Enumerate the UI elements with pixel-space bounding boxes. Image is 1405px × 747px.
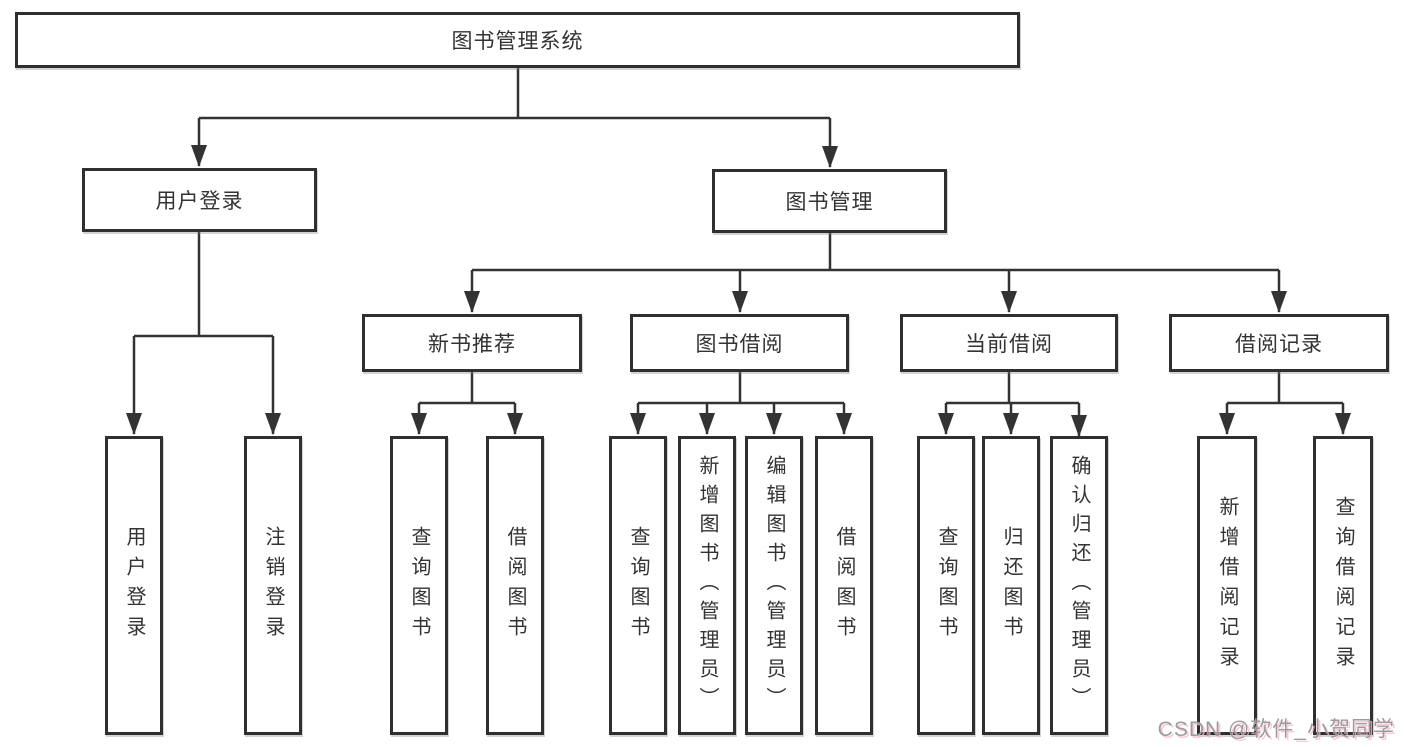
leaf-recommend-query-books-label: 查询图书 bbox=[408, 525, 430, 646]
leaf-add-books-admin-label: 新增图书（管理员） bbox=[696, 455, 718, 716]
leaf-current-query-books: 查询图书 bbox=[917, 436, 975, 735]
connector-module4-trunk bbox=[1227, 372, 1343, 405]
connector-root-trunk bbox=[199, 68, 830, 120]
connector-login-trunk bbox=[134, 232, 273, 338]
node-new-book-recommend: 新书推荐 bbox=[362, 314, 582, 372]
leaf-borrow-books-label: 借阅图书 bbox=[833, 525, 855, 646]
node-book-borrow: 图书借阅 bbox=[630, 314, 849, 372]
connector-module3-trunk bbox=[946, 372, 1079, 405]
node-book-management-label: 图书管理 bbox=[785, 191, 874, 214]
node-user-login-label: 用户登录 bbox=[155, 190, 244, 213]
node-root-label: 图书管理系统 bbox=[451, 30, 584, 53]
node-borrow-records: 借阅记录 bbox=[1169, 314, 1389, 372]
leaf-user-login: 用户登录 bbox=[105, 436, 163, 735]
connector-mgmt-trunk bbox=[472, 233, 1279, 272]
leaf-query-borrow-record: 查询借阅记录 bbox=[1313, 436, 1373, 735]
leaf-confirm-return-admin-label: 确认归还（管理员） bbox=[1068, 455, 1090, 716]
leaf-logout: 注销登录 bbox=[244, 436, 302, 735]
leaf-borrow-query-books: 查询图书 bbox=[609, 436, 667, 735]
leaf-edit-books-admin-label: 编辑图书（管理员） bbox=[763, 455, 785, 716]
node-book-management: 图书管理 bbox=[712, 169, 947, 233]
connector-module2-trunk bbox=[638, 372, 844, 405]
node-current-borrow: 当前借阅 bbox=[900, 314, 1118, 372]
node-current-borrow-label: 当前借阅 bbox=[965, 333, 1053, 356]
leaf-add-borrow-record: 新增借阅记录 bbox=[1197, 436, 1257, 735]
leaf-borrow-books: 借阅图书 bbox=[815, 436, 873, 735]
node-new-book-recommend-label: 新书推荐 bbox=[428, 333, 516, 356]
leaf-confirm-return-admin: 确认归还（管理员） bbox=[1050, 436, 1108, 735]
leaf-add-books-admin: 新增图书（管理员） bbox=[678, 436, 736, 735]
leaf-borrow-query-books-label: 查询图书 bbox=[627, 525, 649, 646]
leaf-current-query-books-label: 查询图书 bbox=[935, 525, 957, 646]
leaf-user-login-label: 用户登录 bbox=[123, 525, 145, 646]
connector-module1-trunk bbox=[419, 372, 515, 405]
leaf-return-books: 归还图书 bbox=[982, 436, 1040, 735]
leaf-add-borrow-record-label: 新增借阅记录 bbox=[1216, 495, 1238, 676]
leaf-logout-label: 注销登录 bbox=[262, 525, 284, 646]
node-root: 图书管理系统 bbox=[15, 12, 1020, 68]
leaf-edit-books-admin: 编辑图书（管理员） bbox=[745, 436, 803, 735]
node-book-borrow-label: 图书借阅 bbox=[695, 333, 784, 356]
node-borrow-records-label: 借阅记录 bbox=[1235, 333, 1323, 356]
watermark: CSDN @软件_小贺同学 bbox=[1157, 718, 1395, 741]
leaf-recommend-borrow-books-label: 借阅图书 bbox=[504, 525, 526, 646]
leaf-return-books-label: 归还图书 bbox=[1000, 525, 1022, 646]
leaf-recommend-query-books: 查询图书 bbox=[390, 436, 448, 735]
node-user-login: 用户登录 bbox=[82, 168, 317, 232]
leaf-query-borrow-record-label: 查询借阅记录 bbox=[1332, 495, 1354, 676]
leaf-recommend-borrow-books: 借阅图书 bbox=[486, 436, 544, 735]
